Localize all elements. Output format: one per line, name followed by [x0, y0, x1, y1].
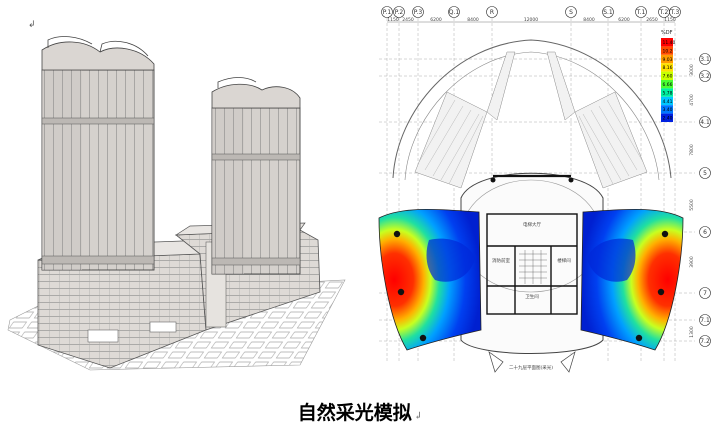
color-legend: %DF 11.40 10.2 9.03 8.16 7.60 6.66 5.78 4.41 3.4… — [661, 30, 676, 122]
paragraph-return-mark: ↲ — [413, 411, 423, 422]
legend-swatch — [661, 80, 673, 89]
dimension-label: 1300 — [689, 326, 695, 338]
room-label: 楼梯间 — [557, 257, 571, 264]
legend-value: 7.60 — [663, 74, 673, 80]
floor-plan-daylight-simulation: P.1 P.2 P.3 Q.1 R S S.1 T.1 T.2 T.3 1150… — [378, 6, 711, 373]
legend-swatch — [661, 96, 673, 106]
dimension-label: 1150 — [664, 17, 676, 23]
column-label: T.2 — [659, 9, 669, 16]
dimension-label: 6200 — [618, 17, 630, 23]
legend-swatch — [661, 105, 673, 114]
legend-swatch — [661, 63, 673, 72]
dimension-label: 6200 — [430, 17, 442, 23]
room-label: 电梯大厅 — [523, 221, 541, 228]
row-label: 7.1 — [700, 317, 710, 324]
column-label: P.3 — [414, 9, 423, 16]
plan-title: 二十九层平面图(采光) — [509, 364, 553, 371]
figure-caption: 自然采光模拟↲ — [0, 398, 720, 425]
row-label: 4.1 — [700, 119, 710, 126]
column-label: R — [490, 9, 494, 16]
legend-value: 9.03 — [663, 57, 673, 63]
dimension-label: 3000 — [689, 64, 695, 76]
column-bubbles — [381, 6, 681, 18]
row-label: 3.2 — [700, 73, 710, 80]
structural-columns — [393, 177, 669, 342]
column-label: S — [569, 9, 573, 16]
legend-swatch — [661, 46, 673, 55]
dimension-label: 5500 — [689, 199, 695, 211]
dimension-label: 7800 — [689, 144, 695, 156]
tower-left — [41, 36, 155, 271]
row-label: 7.2 — [700, 338, 710, 345]
legend-value: 2.40 — [663, 116, 673, 122]
tower-right — [211, 77, 301, 275]
dimension-label: 12000 — [524, 17, 538, 23]
legend-value: 11.40 — [663, 40, 676, 46]
roof-outline — [392, 39, 672, 179]
roof-panels — [414, 51, 648, 189]
legend-unit: %DF — [661, 30, 673, 36]
legend-value: 3.40 — [663, 107, 673, 113]
row-label: 5 — [703, 170, 707, 177]
row-bubbles — [699, 53, 711, 347]
row-label: 3.1 — [700, 56, 710, 63]
column-label: S.1 — [603, 9, 613, 16]
legend-value: 8.16 — [663, 65, 673, 71]
paragraph-return-mark: ↲ — [28, 20, 36, 30]
dimension-label: 8400 — [583, 17, 595, 23]
column-label: T.1 — [636, 9, 646, 16]
dimension-label: 4700 — [689, 94, 695, 106]
row-label: 6 — [703, 229, 707, 236]
core-walls — [486, 174, 578, 315]
dimension-label: 1150 — [387, 17, 399, 23]
legend-swatch — [661, 38, 673, 47]
room-label: 卫生间 — [525, 293, 539, 300]
dimension-label: 3900 — [689, 256, 695, 268]
building-3d-model — [7, 36, 346, 371]
dimension-label: 8400 — [467, 17, 479, 23]
legend-swatch — [661, 71, 673, 80]
legend-swatch — [661, 88, 673, 97]
column-label: P.2 — [395, 9, 404, 16]
legend-value: 5.78 — [663, 90, 673, 96]
legend-swatch — [661, 113, 673, 122]
dimension-label: 2450 — [402, 17, 414, 23]
legend-value: 10.2 — [663, 48, 673, 54]
legend-value: 4.41 — [663, 99, 673, 105]
row-label: 7 — [703, 290, 707, 297]
column-label: P.1 — [383, 9, 392, 16]
caption-text: 自然采光模拟 — [297, 402, 412, 424]
dimension-label: 2650 — [646, 17, 658, 23]
daylight-zone-left — [378, 208, 482, 351]
column-label: Q.1 — [449, 9, 460, 16]
legend-swatch — [661, 54, 673, 64]
room-label: 消防前室 — [492, 257, 510, 264]
column-label: T.3 — [670, 9, 680, 16]
daylight-zone-right — [580, 208, 684, 351]
legend-value: 6.66 — [663, 82, 673, 88]
